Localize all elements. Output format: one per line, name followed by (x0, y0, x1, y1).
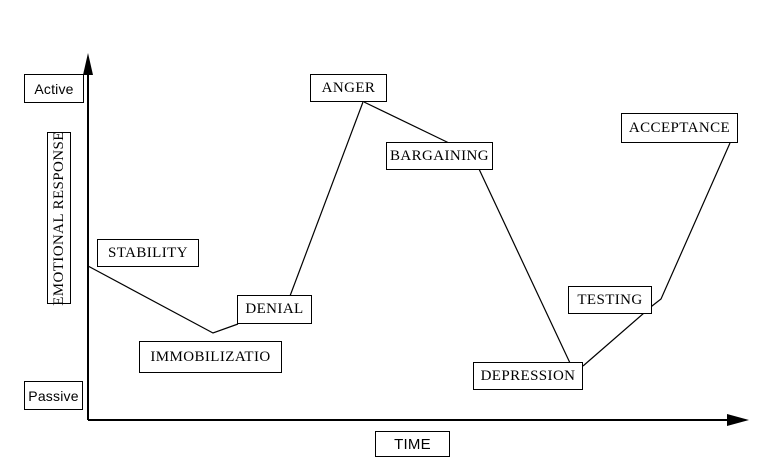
stage-label: DEPRESSION (480, 367, 576, 384)
stage-box-immobilization: IMMOBILIZATIO (139, 341, 282, 373)
stage-label: ACCEPTANCE (628, 119, 731, 136)
stage-label: STABILITY (108, 244, 188, 261)
y-axis-title-text: EMOTIONAL RESPONSE (50, 130, 67, 306)
y-axis-active-label: Active (24, 74, 84, 103)
curve-segment-anger-to-bargaining (363, 101, 450, 144)
active-label-text: Active (34, 80, 74, 97)
stage-label: ANGER (321, 79, 376, 96)
stage-box-anger: ANGER (310, 74, 387, 102)
x-axis-title: TIME (375, 431, 450, 457)
y-axis-passive-label: Passive (24, 381, 83, 410)
stage-label: BARGAINING (390, 147, 489, 164)
passive-label-text: Passive (28, 387, 79, 404)
curve-segment-denial-to-anger (289, 101, 364, 297)
stage-label: IMMOBILIZATIO (150, 348, 271, 365)
stage-box-stability: STABILITY (97, 239, 199, 267)
stage-box-testing: TESTING (568, 286, 652, 314)
stage-label: TESTING (577, 291, 643, 308)
stage-label: DENIAL (245, 301, 304, 317)
curve-segment-depression-to-acceptance (582, 142, 731, 367)
x-axis-title-text: TIME (394, 435, 431, 453)
y-axis-arrowhead-icon (83, 53, 93, 75)
stage-box-acceptance: ACCEPTANCE (621, 113, 738, 143)
curve-segment-bargaining-to-depression (478, 168, 571, 364)
x-axis-arrowhead-icon (727, 414, 749, 426)
y-axis-title: EMOTIONAL RESPONSE (47, 130, 71, 306)
stage-box-denial: DENIAL (237, 295, 312, 324)
curve-segment-stability-to-denial (87, 265, 239, 334)
stage-box-bargaining: BARGAINING (386, 142, 493, 170)
stage-box-depression: DEPRESSION (473, 362, 583, 390)
